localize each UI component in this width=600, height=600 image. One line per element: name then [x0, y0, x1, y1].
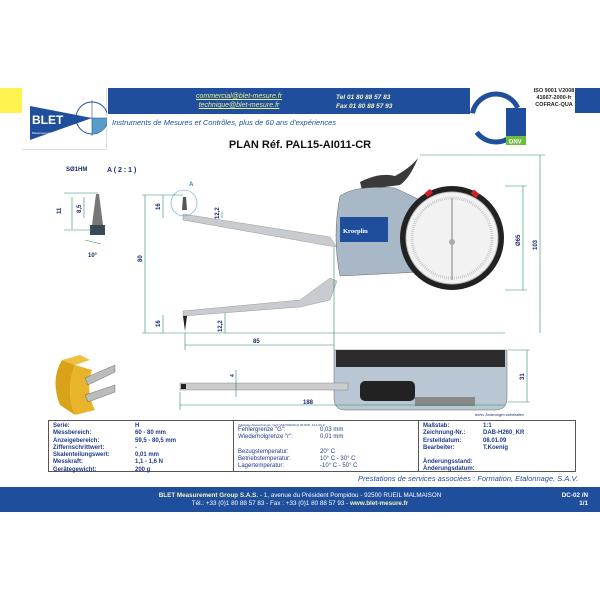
footer-address: - 1, avenue du Président Pompidou - 9250… — [258, 492, 442, 499]
spec-label: Betriebstemperatur: — [238, 455, 291, 462]
spec-label: Änderungsstand: — [423, 459, 473, 466]
lever — [360, 158, 418, 190]
spec-value: -10° C - 50° C — [320, 463, 358, 470]
phone: Tel 01 80 88 57 83 — [336, 94, 391, 101]
spec-value: DAB-H260_KR — [483, 430, 525, 437]
dim-4: 4 — [230, 374, 236, 377]
spec-label: Gerätegewicht: — [53, 466, 97, 473]
tolerance-note: Zulässige Abweichungen nach VDI/VDE/DGQ … — [238, 423, 326, 427]
specs-column-drawing-info: Maßstab: 1:1 Zeichnung-Nr.: DAB-H260_KR Er… — [419, 421, 575, 473]
spec-label: Messbereich: — [53, 430, 92, 437]
spec-value: - — [135, 444, 137, 451]
spec-label: Messkraft: — [53, 459, 84, 466]
brand-plate — [340, 217, 388, 242]
dim-bottom-12-2: 12,2 — [218, 320, 224, 332]
specs-column-tolerances: Zulässige Abweichungen nach VDI/VDE/DGQ … — [234, 421, 419, 471]
spec-value: H — [135, 423, 140, 429]
header-bar: commercial@blet-mesure.fr technique@blet… — [108, 88, 470, 114]
dim-8-5: 8,5 — [77, 204, 83, 213]
yellow-accent — [0, 88, 22, 113]
lower-arm — [182, 277, 338, 317]
spec-value: 0,03 mm — [320, 427, 344, 433]
spec-value: T.Koenig — [483, 444, 508, 451]
iso-line: 41667-2000-fr — [536, 95, 572, 101]
spec-label: Maßstab: — [423, 423, 450, 429]
iso-line: ISO 9001 V2008 — [533, 88, 575, 94]
footer-company: BLET Measurement Group S.A.S. — [158, 492, 259, 499]
footer-bar: BLET Measurement Group S.A.S. - 1, avenu… — [0, 487, 600, 512]
spec-label: Zeichnung-Nr.: — [423, 430, 466, 437]
dim-31: 31 — [520, 373, 526, 380]
spec-label: Ziffernschrittwert: — [53, 444, 105, 451]
spec-value: 10° C - 30° C — [320, 455, 356, 462]
footer-website-link[interactable]: www.blet-mesure.fr — [350, 500, 409, 507]
spec-label: Lagertemperatur: — [238, 463, 285, 470]
upper-arm — [182, 213, 338, 248]
technical-drawing: SØ1HM A ( 2 : 1 ) 11 8,5 10° A Kroeplin … — [55, 154, 545, 417]
spec-label: Anzeigebereich: — [53, 437, 100, 444]
email-commercial-link[interactable]: commercial@blet-mesure.fr — [196, 93, 283, 100]
fax: Fax 01 80 88 57 93 — [336, 103, 393, 110]
tolerance-marker — [470, 189, 480, 198]
iso-text: ISO 9001 V2008 41667-2000-fr COFRAC-QUA — [533, 88, 575, 109]
document-code: DC-02 /N — [561, 492, 588, 499]
spec-value: 0,01 mm — [320, 434, 344, 441]
dnv-label: DNV — [509, 140, 522, 146]
dim-top-12-2: 12,2 — [215, 207, 221, 219]
spec-label: Serie: — [53, 423, 70, 429]
spec-value: 08.01.09 — [483, 437, 507, 444]
page-number: 1/1 — [579, 500, 588, 507]
probe-tip-detail — [92, 194, 103, 225]
logo-subtext: Measurement Group — [32, 131, 60, 135]
spec-value: 20° C — [320, 448, 336, 455]
dim-80: 80 — [138, 255, 144, 262]
services-line: Prestations de services associées : Form… — [358, 474, 578, 483]
specifications-table: Serie: H Messbereich: 60 - 80 mm Anzeigebe… — [48, 420, 576, 473]
dim-85: 85 — [253, 339, 260, 345]
side-view-arm — [179, 382, 349, 391]
spec-label: Skalenteilungswert: — [53, 452, 110, 459]
spec-value: 60 - 80 mm — [135, 430, 167, 437]
spec-label: Änderungsdatum: — [423, 466, 475, 473]
header-bar-right — [575, 88, 600, 113]
dim-bottom-16: 16 — [156, 320, 162, 327]
tolerance-marker — [424, 188, 433, 198]
page-title: PLAN Réf. PAL15-AI011-CR — [228, 139, 372, 151]
spec-label: Bearbeiter: — [423, 444, 455, 451]
spec-value: 59,5 - 80,5 mm — [135, 437, 177, 444]
detail-circle-label: A — [189, 182, 194, 188]
detail-scale: A ( 2 : 1 ) — [107, 167, 136, 174]
detail-circle — [170, 189, 198, 217]
iso-line: COFRAC-QUA — [535, 102, 573, 108]
iso-certification-logo: DNV — [469, 88, 530, 150]
tagline: Instruments de Mesures et Contrôles, plu… — [112, 118, 337, 127]
revision-note: techn. Änderungen vorbehalten — [475, 413, 524, 417]
spec-label: Fehlergrenze "G": — [238, 427, 286, 433]
spec-label: Bezugstemperatur: — [238, 448, 289, 455]
spec-value: 200 g — [135, 466, 151, 473]
dim-103: 103 — [533, 239, 539, 250]
spec-label: Erstelldatum: — [423, 437, 462, 444]
specs-column-device: Serie: H Messbereich: 60 - 80 mm Anzeigebe… — [49, 421, 234, 473]
detail-label: SØ1HM — [66, 167, 87, 173]
spec-value: 1,1 - 1,6 N — [135, 459, 164, 466]
email-technique-link[interactable]: technique@blet-mesure.fr — [198, 102, 280, 109]
dim-angle: 10° — [88, 253, 98, 259]
logo-text: BLET — [32, 113, 64, 127]
spec-value: 0,01 mm — [135, 452, 160, 459]
brand-plate-text: Kroeplin — [343, 228, 368, 235]
dim-top-16: 16 — [156, 203, 162, 210]
dim-188: 188 — [303, 400, 314, 406]
dim-diameter-65: Ø65 — [516, 234, 522, 246]
ring-gauge-illustration — [55, 355, 116, 415]
spec-label: Wiederholgrenze "r": — [238, 434, 293, 441]
dim-11: 11 — [57, 207, 63, 214]
spec-value: 1:1 — [483, 423, 492, 429]
footer-contact: Tél.: +33 (0)1 80 88 57 83 - Fax : +33 (… — [191, 500, 350, 507]
